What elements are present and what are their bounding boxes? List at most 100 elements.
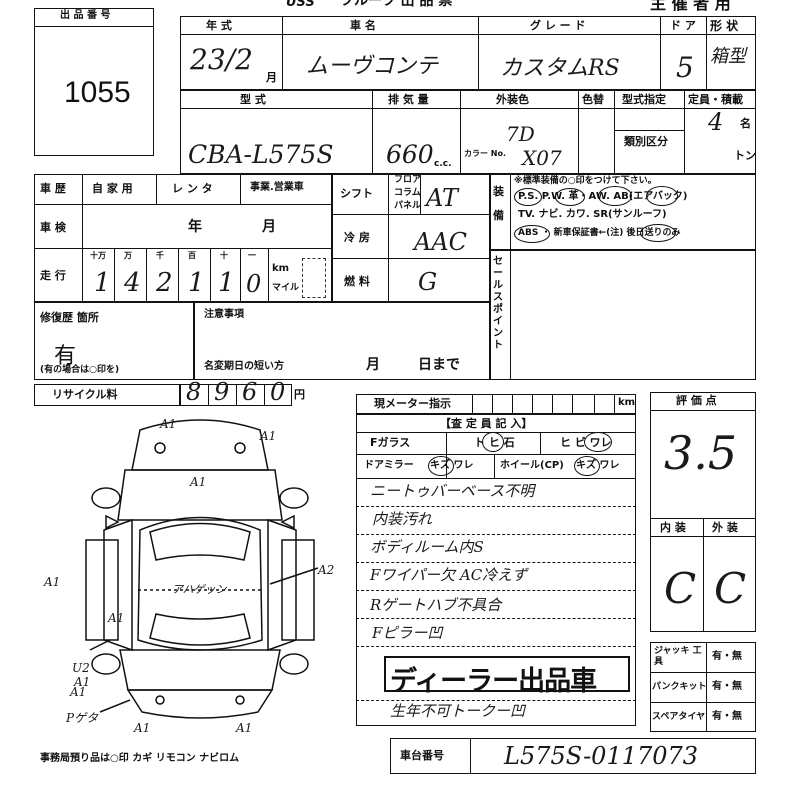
shape-label: 形 状 xyxy=(710,19,739,33)
year-value: 23/2 xyxy=(190,43,253,76)
mileage-digit: 1 xyxy=(218,268,235,298)
dealer-stamp xyxy=(384,656,630,692)
damage-mark: A1 xyxy=(44,575,61,589)
diagram-light xyxy=(154,442,166,454)
exterior-value: C xyxy=(714,564,747,613)
meter-label: 現メーター指示 xyxy=(374,397,451,410)
ac-value: AAC xyxy=(414,228,468,256)
mileage-digit: 1 xyxy=(188,268,205,298)
diagram-wheel xyxy=(91,487,121,509)
inspector-note: Fワイパー欠 AC冷えず xyxy=(370,566,528,584)
color-value: 7D xyxy=(506,122,535,146)
equipment-note: ※標準装備の○印をつけて下さい。 xyxy=(514,176,657,186)
caution-block xyxy=(194,302,490,380)
diagram-rear-window xyxy=(149,613,251,646)
spare-label: スペアタイヤ xyxy=(652,712,706,722)
mileage-digit: 1 xyxy=(94,268,111,298)
sale-point-label: セールスポイント xyxy=(493,256,503,351)
inspector-footer-note: 生年不可トークー凹 xyxy=(390,702,526,720)
inspector-note: Rゲートハブ不具合 xyxy=(370,596,502,614)
model-value: CBA-L575S xyxy=(188,140,334,169)
diagram-mirror xyxy=(280,514,295,530)
diagram-pointer xyxy=(269,567,319,585)
year-month-unit: 月 xyxy=(266,71,277,84)
shift-block xyxy=(332,174,490,302)
glass-label: Fガラス xyxy=(370,436,411,449)
shape-value: 箱型 xyxy=(710,46,746,67)
short-period-label: 名変期日の短い方 xyxy=(204,361,284,372)
color-label: 外装色 xyxy=(496,93,529,106)
inspector-note: 内装汚れ xyxy=(372,510,433,528)
interior-label: 内 装 xyxy=(660,521,686,534)
lot-number: 1055 xyxy=(64,76,131,109)
model-label: 型 式 xyxy=(240,93,266,106)
sale-point-block xyxy=(490,250,756,380)
recycle-digit: 9 xyxy=(214,378,230,406)
exterior-label: 外 装 xyxy=(712,521,738,534)
digit-label-1k: 千 xyxy=(156,251,164,260)
mile-unit: マイル xyxy=(272,283,300,293)
damage-mark: Pゲタ xyxy=(66,711,99,725)
mileage-label: 走 行 xyxy=(40,269,66,282)
tools-block xyxy=(650,642,756,732)
equipment-block xyxy=(490,174,756,250)
history-block xyxy=(34,174,332,302)
diagram-mirror xyxy=(105,514,120,530)
damage-mark: A1 xyxy=(70,685,87,699)
shift-label: シフト xyxy=(340,187,373,200)
diagram-wheel xyxy=(91,653,121,675)
recycle-unit: 円 xyxy=(294,388,305,401)
mileage-digit: 4 xyxy=(124,268,141,298)
digit-label-100: 百 xyxy=(188,251,196,260)
short-month: 月 xyxy=(366,357,380,373)
recycle-label: リサイクル料 xyxy=(52,388,118,401)
score-label: 評 価 点 xyxy=(676,394,717,407)
class-label: 類別区分 xyxy=(624,135,668,148)
caution-label: 注意事項 xyxy=(204,309,244,320)
header-org: USS xyxy=(286,0,315,10)
damage-mark: U2 xyxy=(72,661,90,675)
inspector-block xyxy=(356,414,636,726)
diagram-pointer xyxy=(99,699,131,713)
diagram-pointer xyxy=(89,639,111,651)
year-label: 年 式 xyxy=(206,19,232,32)
recycle-box xyxy=(34,384,180,406)
disp-label: 排 気 量 xyxy=(388,93,429,106)
repair-value: 有 xyxy=(54,344,77,369)
damage-mark: A1 xyxy=(260,429,277,443)
grade-value: カスタムRS xyxy=(500,56,620,81)
short-day: 日まで xyxy=(418,357,460,373)
lot-box xyxy=(34,8,154,156)
diagram-left-door xyxy=(85,539,119,641)
repair-block xyxy=(34,302,194,380)
diagram-trunk xyxy=(119,649,281,691)
puncture-label: パンクキット xyxy=(652,682,707,692)
chassis-value: L575S-0117073 xyxy=(504,742,699,770)
jack-label: ジャッキ 工 具 xyxy=(654,646,702,667)
door-label: ド ア xyxy=(670,19,696,32)
equipment-line2: TV. ナビ. カワ. SR(サンルーフ) xyxy=(518,209,667,220)
colorno-label: カラー No. xyxy=(464,149,507,158)
repair-note: (有の場合は○印を) xyxy=(40,365,120,375)
mirror-label: ドアミラー xyxy=(364,460,414,471)
history-private: 自 家 用 xyxy=(92,182,133,195)
diagram-light xyxy=(235,695,245,705)
wheel-label: ホイール(CP) xyxy=(500,460,564,471)
grade-label: グ レ ー ド xyxy=(530,19,586,32)
puncture-value: 有・無 xyxy=(712,681,742,692)
diagram-left-side xyxy=(103,518,133,652)
diagram-wheel xyxy=(279,653,309,675)
vehicle-row2 xyxy=(180,90,756,174)
cap-label: 定員・積載 xyxy=(688,93,743,106)
damage-mark: A1 xyxy=(160,417,177,431)
score-value: 3.5 xyxy=(664,426,738,480)
diagram-wheel xyxy=(279,487,309,509)
digit-label-10k: 万 xyxy=(124,251,132,260)
damage-mark: A1 xyxy=(74,675,91,689)
history-label: 車 歴 xyxy=(40,182,66,195)
diagram-light xyxy=(234,442,246,454)
shift-floor: フロア xyxy=(394,175,422,185)
colorno-value: X07 xyxy=(522,146,562,170)
retouch-label: 色替 xyxy=(582,93,604,106)
diagram-right-side xyxy=(267,518,297,652)
